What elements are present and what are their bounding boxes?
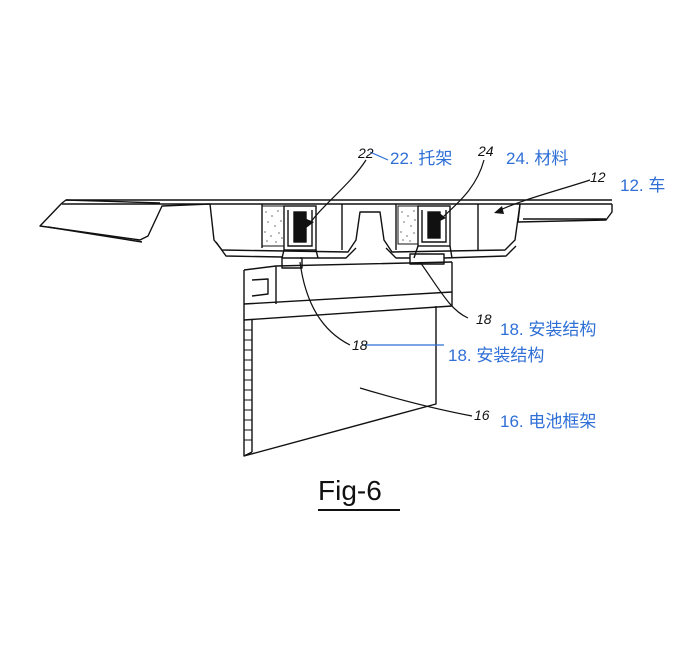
- annotation-mount-upper: 18. 安装结构: [500, 320, 596, 339]
- annotation-mount-lower: 18. 安装结构: [448, 346, 544, 365]
- battery-frame: [243, 306, 437, 457]
- numeral-22: 22: [357, 145, 374, 161]
- vehicle-floor-panel: [39, 199, 613, 243]
- numeral-12: 12: [590, 169, 606, 185]
- leader-arrowheads: [304, 206, 504, 228]
- annotation-vehicle: 12. 车: [620, 176, 665, 195]
- bracket-right: [413, 205, 453, 259]
- numeral-24: 24: [477, 143, 494, 159]
- bracket-left: [281, 205, 319, 259]
- leader-lines: [299, 159, 591, 417]
- annotation-bracket: 22. 托架: [390, 149, 452, 168]
- battery-frame-cells: [244, 329, 252, 441]
- material-fill-right: [397, 205, 419, 245]
- hat-channel: [209, 203, 521, 259]
- material-fill-left: [261, 205, 285, 247]
- annotation-connectors: [362, 151, 444, 346]
- numeral-18-lower: 18: [352, 337, 368, 353]
- figure-caption: Fig-6: [318, 475, 382, 506]
- numeral-18-upper: 18: [476, 311, 492, 327]
- annotation-material: 24. 材料: [506, 149, 568, 168]
- annotation-battery-frame: 16. 电池框架: [500, 412, 596, 431]
- numeral-16: 16: [474, 407, 490, 423]
- mounting-rail: [243, 253, 453, 321]
